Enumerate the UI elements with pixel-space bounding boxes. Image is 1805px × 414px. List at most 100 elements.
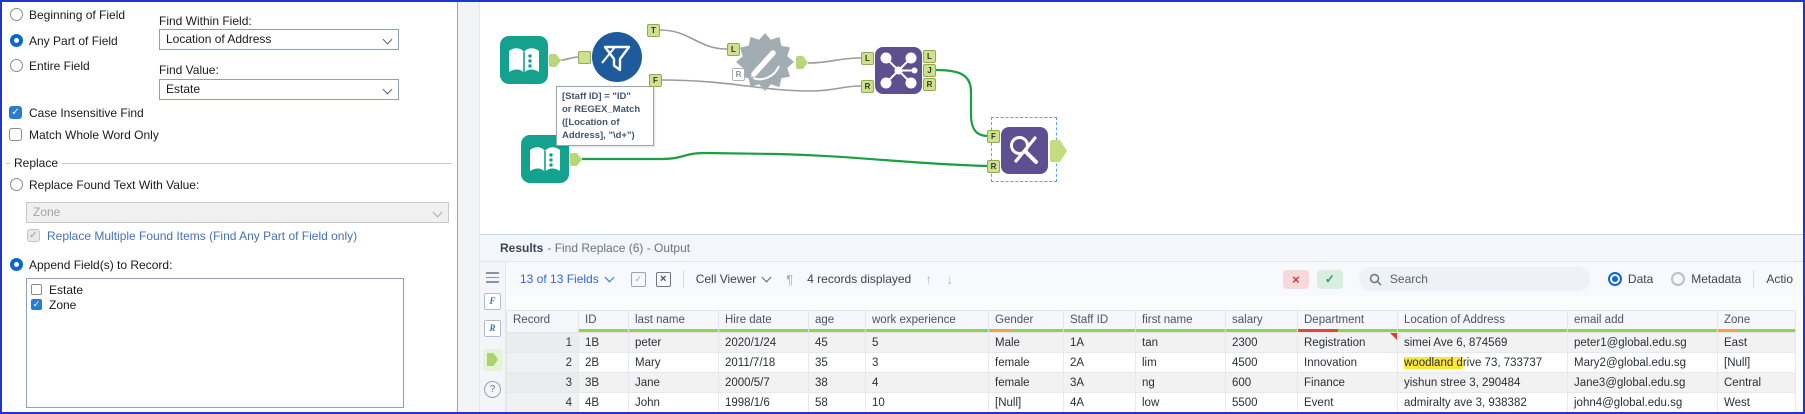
replace-anchor-tab[interactable]: R [484, 319, 501, 337]
table-cell[interactable]: Central [1717, 372, 1796, 393]
input1-output-anchor[interactable] [549, 54, 561, 67]
table-cell[interactable]: 10 [865, 392, 989, 412]
table-cell[interactable]: 45 [808, 332, 866, 353]
join-left-output-anchor[interactable]: L [923, 50, 936, 63]
zone-checkbox[interactable]: ✓ [31, 299, 42, 310]
estate-checkbox[interactable] [31, 284, 42, 295]
macro-left-anchor[interactable]: L [727, 43, 740, 56]
clear-search-button[interactable]: × [1282, 269, 1309, 289]
match-whole-word-checkbox[interactable] [9, 128, 22, 141]
table-cell[interactable]: 58 [808, 392, 866, 412]
table-cell[interactable]: 1998/1/6 [718, 392, 809, 412]
macro-output-anchor[interactable] [796, 56, 808, 69]
table-cell[interactable]: lim [1135, 352, 1226, 373]
fields-dropdown[interactable]: 13 of 13 Fields [520, 272, 615, 286]
menu-icon[interactable] [486, 272, 499, 283]
filter-annotation[interactable]: [Staff ID] = "ID" or REGEX_Match ([Locat… [556, 86, 654, 146]
column-header[interactable]: Zone [1717, 310, 1796, 333]
table-cell[interactable]: 2000/5/7 [718, 372, 809, 393]
table-cell[interactable]: tan [1135, 332, 1226, 353]
join-tool[interactable] [875, 47, 922, 94]
input-data-tool-2[interactable] [521, 135, 569, 183]
column-header[interactable]: Hire date [718, 310, 809, 333]
record-number-cell[interactable]: 2 [506, 352, 579, 373]
record-number-cell[interactable]: 4 [506, 392, 579, 412]
table-cell[interactable]: 4 [865, 372, 989, 393]
radio-beginning-of-field[interactable] [10, 8, 23, 21]
filter-true-anchor[interactable]: T [647, 24, 660, 37]
filter-tool[interactable] [592, 32, 642, 82]
column-header[interactable]: Record [506, 310, 579, 333]
table-cell[interactable]: female [988, 372, 1064, 393]
column-header[interactable]: age [808, 310, 866, 333]
table-cell[interactable]: Jane [628, 372, 719, 393]
filter-input-anchor[interactable] [578, 51, 591, 64]
table-cell[interactable]: Finance [1297, 372, 1398, 393]
join-right-input-anchor[interactable]: R [861, 80, 874, 93]
table-cell[interactable]: West [1717, 392, 1796, 412]
join-join-output-anchor[interactable]: J [923, 64, 936, 77]
append-field-item-zone[interactable]: ✓ Zone [27, 297, 403, 312]
table-cell[interactable]: 2A [1063, 352, 1136, 373]
find-replace-tool[interactable] [1001, 127, 1048, 174]
table-cell[interactable]: 4A [1063, 392, 1136, 412]
table-cell[interactable]: yishun stree 3, 290484 [1397, 372, 1568, 393]
case-insensitive-checkbox[interactable]: ✓ [9, 106, 22, 119]
column-header[interactable]: Department [1297, 310, 1398, 333]
column-header[interactable]: ID [578, 310, 629, 333]
table-cell[interactable]: Mary2@global.edu.sg [1567, 352, 1718, 373]
table-cell[interactable]: Mary [628, 352, 719, 373]
join-left-input-anchor[interactable]: L [861, 52, 874, 65]
search-input[interactable]: Search [1358, 267, 1590, 291]
table-cell[interactable]: female [988, 352, 1064, 373]
cell-viewer-dropdown[interactable]: Cell Viewer [696, 272, 772, 286]
macro-tool[interactable] [736, 33, 794, 91]
input2-output-anchor[interactable] [570, 153, 582, 166]
table-cell[interactable]: John [628, 392, 719, 412]
find-value-dropdown[interactable]: Estate [159, 79, 399, 100]
table-cell[interactable]: [Null] [1717, 352, 1796, 373]
table-cell[interactable]: 5 [865, 332, 989, 353]
column-header[interactable]: salary [1225, 310, 1298, 333]
whitespace-toggle-icon[interactable]: ¶ [786, 271, 794, 287]
table-cell[interactable]: low [1135, 392, 1226, 412]
table-cell[interactable]: 1A [1063, 332, 1136, 353]
clear-fields-icon[interactable]: × [655, 271, 671, 287]
table-cell[interactable]: East [1717, 332, 1796, 353]
table-cell[interactable]: 2011/7/18 [718, 352, 809, 373]
append-fields-listbox[interactable]: Estate ✓ Zone [26, 278, 404, 408]
table-cell[interactable]: 3A [1063, 372, 1136, 393]
column-header[interactable]: email add [1567, 310, 1718, 333]
find-within-field-dropdown[interactable]: Location of Address [159, 29, 399, 50]
down-arrow-icon[interactable]: ↓ [946, 271, 954, 287]
table-cell[interactable]: 600 [1225, 372, 1298, 393]
table-cell[interactable]: simei Ave 6, 874569 [1397, 332, 1568, 353]
input-data-tool-1[interactable] [500, 36, 548, 84]
radio-any-part-of-field[interactable] [10, 34, 23, 47]
up-arrow-icon[interactable]: ↑ [925, 271, 933, 287]
radio-entire-field[interactable] [10, 59, 23, 72]
table-cell[interactable]: [Null] [988, 392, 1064, 412]
findreplace-find-anchor[interactable]: F [987, 130, 1000, 143]
filter-false-anchor[interactable]: F [649, 74, 662, 87]
table-cell[interactable]: 4B [578, 392, 629, 412]
column-header[interactable]: work experience [865, 310, 989, 333]
select-fields-icon[interactable]: ✓ [630, 271, 646, 287]
record-number-cell[interactable]: 3 [506, 372, 579, 393]
table-cell[interactable]: peter1@global.edu.sg [1567, 332, 1718, 353]
table-cell[interactable]: 35 [808, 352, 866, 373]
table-cell[interactable]: 38 [808, 372, 866, 393]
radio-replace-found-text[interactable] [10, 178, 23, 191]
panel-splitter[interactable] [458, 2, 480, 412]
table-cell[interactable]: admiralty ave 3, 938382 [1397, 392, 1568, 412]
column-header[interactable]: first name [1135, 310, 1226, 333]
table-cell[interactable]: john4@global.edu.sg [1567, 392, 1718, 412]
table-cell[interactable]: 4500 [1225, 352, 1298, 373]
macro-right-anchor[interactable]: R [732, 68, 745, 81]
output-anchor-tab[interactable] [482, 348, 503, 371]
column-header[interactable]: Staff ID [1063, 310, 1136, 333]
workflow-canvas[interactable]: [Staff ID] = "ID" or REGEX_Match ([Locat… [480, 2, 1803, 234]
table-cell[interactable]: 2020/1/24 [718, 332, 809, 353]
table-cell[interactable]: Event [1297, 392, 1398, 412]
table-cell[interactable]: Male [988, 332, 1064, 353]
